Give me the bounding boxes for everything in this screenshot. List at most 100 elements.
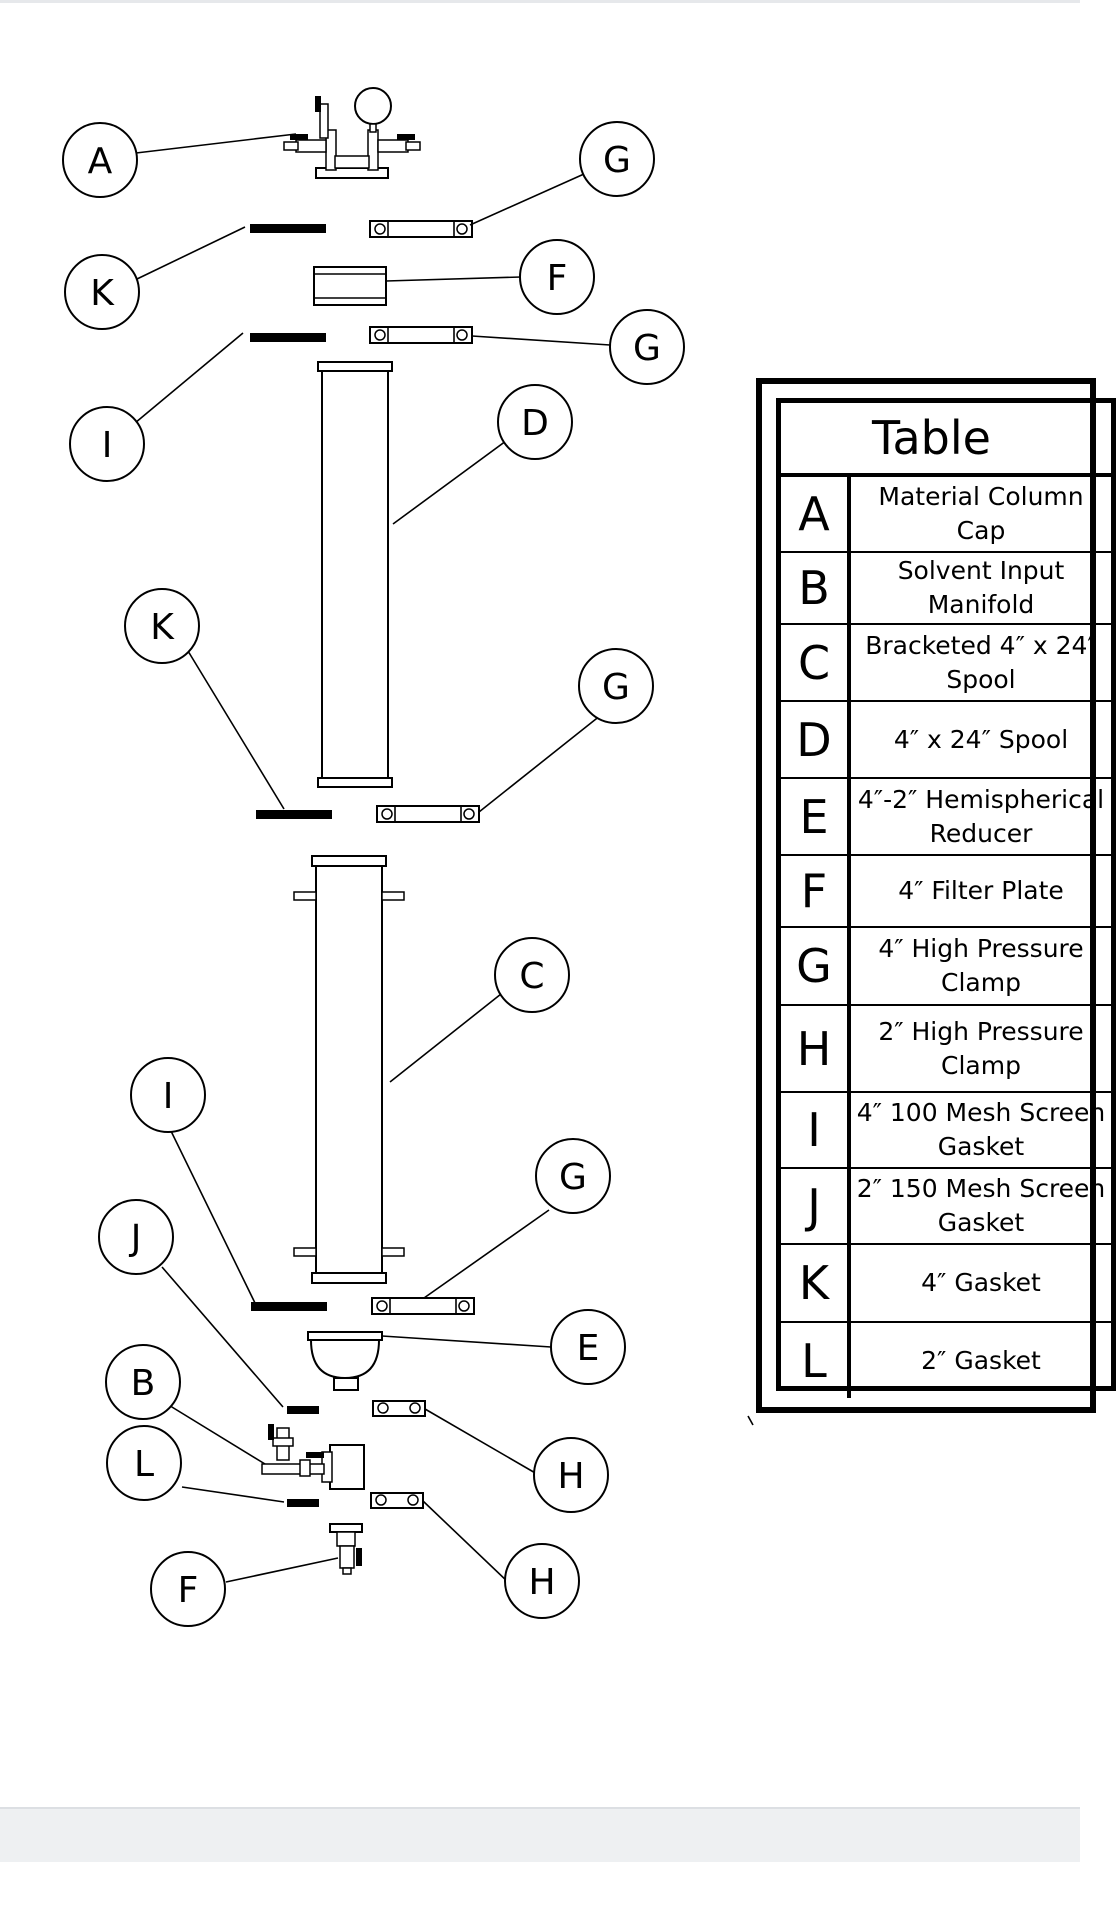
legend-row-g: G 4″ High Pressure Clamp [781, 928, 1111, 1006]
legend-key: L [781, 1323, 851, 1398]
legend-key: E [781, 779, 851, 854]
legend-row-k: K 4″ Gasket [781, 1245, 1111, 1323]
gasket-l [287, 1499, 319, 1507]
leader-lines [128, 133, 611, 1584]
callout-letter: G [602, 667, 630, 708]
legend-key: G [781, 928, 851, 1004]
legend-row-h: H 2″ High Pressure Clamp [781, 1006, 1111, 1093]
callout-f-2: F [150, 1551, 226, 1627]
legend-desc: 4″ Filter Plate [898, 876, 1064, 905]
callout-c: C [494, 937, 570, 1013]
callout-letter: G [559, 1157, 587, 1198]
clamp-g-3 [376, 805, 480, 823]
gasket-i-bottom [251, 1302, 327, 1311]
legend-desc: 4″ 100 Mesh Screen Gasket [856, 1098, 1106, 1161]
legend-key: K [781, 1245, 851, 1321]
callout-l: L [106, 1425, 182, 1501]
callout-g-3: G [578, 648, 654, 724]
callout-letter: J [129, 1218, 142, 1259]
legend-table: Table A Material Column Cap B Solvent In… [756, 378, 1116, 1413]
top-bar [0, 0, 1080, 3]
clamp-h-2 [370, 1492, 424, 1509]
callout-letter: F [547, 258, 568, 299]
legend-row-l: L 2″ Gasket [781, 1323, 1111, 1398]
callout-letter: D [521, 403, 549, 444]
legend-key: H [781, 1006, 851, 1091]
callout-k-1: K [64, 254, 140, 330]
legend-row-f: F 4″ Filter Plate [781, 856, 1111, 928]
callout-letter: K [150, 607, 175, 648]
callout-i-2: I [130, 1057, 206, 1133]
manifold-b [261, 1424, 365, 1490]
legend-desc: 4″ High Pressure Clamp [878, 934, 1084, 997]
callout-letter: H [528, 1562, 555, 1603]
callout-letter: H [557, 1456, 584, 1497]
exploded-assembly-diagram: A G K F G I D K G C I G J E B H L H F [62, 87, 754, 1627]
legend-key: C [781, 625, 851, 700]
legend-key: A [781, 477, 851, 551]
callout-letter: L [134, 1444, 154, 1485]
callout-letter: A [88, 141, 113, 182]
callout-letter: E [577, 1328, 600, 1369]
part-a-column-cap [283, 87, 421, 179]
callout-e: E [550, 1309, 626, 1385]
callout-letter: K [90, 273, 115, 314]
gasket-i-top [250, 333, 326, 342]
legend-desc: 4″ Gasket [921, 1268, 1041, 1297]
callout-k-2: K [124, 588, 200, 664]
legend-desc: 4″-2″ Hemispherical Reducer [857, 784, 1105, 848]
legend-row-c: C Bracketed 4″ x 24″ Spool [781, 625, 1111, 702]
legend-desc: Material Column Cap [878, 482, 1084, 545]
legend-desc: 2″ High Pressure Clamp [878, 1016, 1084, 1080]
legend-desc: 2″ Gasket [921, 1345, 1041, 1375]
clamp-g-1 [369, 220, 473, 238]
legend-table-inner: Table A Material Column Cap B Solvent In… [776, 398, 1116, 1398]
callout-h-1: H [533, 1437, 609, 1513]
callout-d: D [497, 384, 573, 460]
clamp-g-4 [371, 1297, 475, 1315]
gasket-k-mid [256, 810, 332, 819]
legend-title: Table [781, 403, 1111, 477]
bottom-toolbar-strip [0, 1807, 1080, 1862]
callout-a: A [62, 122, 138, 198]
legend-desc: 2″ 150 Mesh Screen Gasket [856, 1174, 1106, 1237]
legend-row-i: I 4″ 100 Mesh Screen Gasket [781, 1093, 1111, 1169]
legend-row-d: D 4″ x 24″ Spool [781, 702, 1111, 779]
callout-letter: I [102, 425, 113, 466]
legend-row-b: B Solvent Input Manifold [781, 553, 1111, 625]
legend-desc: Solvent Input Manifold [897, 556, 1065, 619]
legend-key: D [781, 702, 851, 777]
gasket-j [287, 1406, 319, 1414]
callout-j: J [98, 1199, 174, 1275]
legend-desc: Bracketed 4″ x 24″ Spool [865, 630, 1097, 694]
clamp-g-2 [369, 326, 473, 344]
spool-c [293, 855, 405, 1284]
clamp-h-1 [372, 1400, 426, 1417]
legend-row-e: E 4″-2″ Hemispherical Reducer [781, 779, 1111, 856]
filter-plate-f [313, 266, 387, 306]
callout-g-2: G [609, 309, 685, 385]
legend-key: I [781, 1093, 851, 1167]
gasket-k-top [250, 224, 326, 233]
callout-letter: G [603, 140, 631, 181]
callout-i-1: I [69, 406, 145, 482]
callout-b: B [105, 1344, 181, 1420]
legend-key: J [781, 1169, 851, 1243]
legend-key: F [781, 856, 851, 926]
legend-key: B [781, 553, 851, 623]
callout-letter: I [163, 1076, 174, 1117]
callout-h-2: H [504, 1543, 580, 1619]
legend-corner-tick [747, 1415, 754, 1426]
bottom-valve-f [329, 1523, 363, 1575]
legend-row-a: A Material Column Cap [781, 477, 1111, 553]
callout-letter: F [178, 1570, 199, 1611]
reducer-e [307, 1331, 383, 1391]
callout-letter: B [131, 1363, 156, 1404]
callout-letter: G [633, 328, 661, 369]
legend-row-j: J 2″ 150 Mesh Screen Gasket [781, 1169, 1111, 1245]
legend-desc: 4″ x 24″ Spool [893, 724, 1069, 754]
callout-f-1: F [519, 239, 595, 315]
callout-g-1: G [579, 121, 655, 197]
bottom-blank-area [0, 1862, 1080, 1920]
callout-g-4: G [535, 1138, 611, 1214]
